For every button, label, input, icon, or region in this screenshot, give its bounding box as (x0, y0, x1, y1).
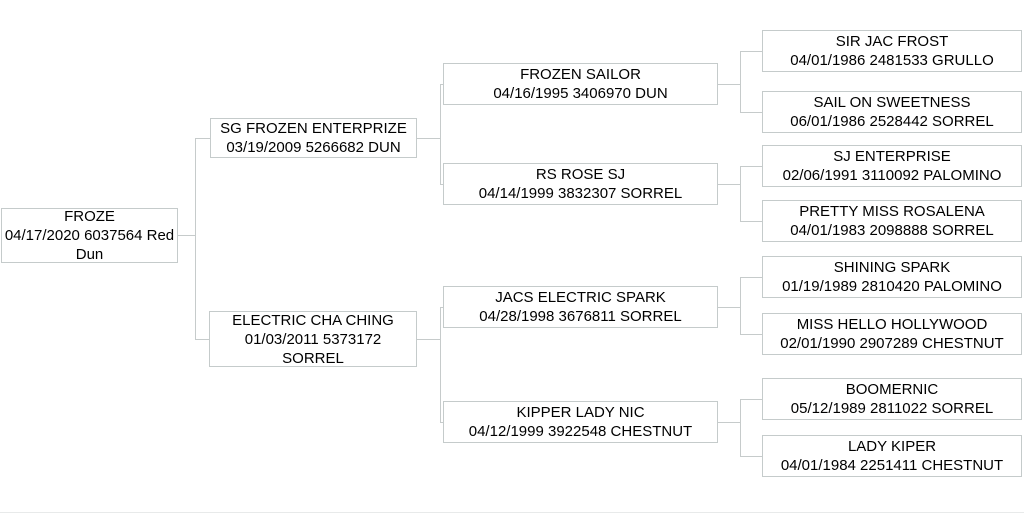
horse-info: 04/16/1995 3406970 DUN (493, 85, 668, 102)
connector-line (440, 84, 443, 85)
connector-line (740, 399, 741, 456)
pedigree-box-subject[interactable]: FROZE 04/17/2020 6037564 Red Dun (1, 208, 178, 263)
horse-info: 04/17/2020 6037564 Red Dun (4, 227, 175, 263)
connector-line (178, 235, 195, 236)
pedigree-box-gen3-2[interactable]: SJ ENTERPRISE 02/06/1991 3110092 PALOMIN… (762, 145, 1022, 187)
horse-name: SG FROZEN ENTERPRIZE (220, 120, 407, 137)
connector-line (195, 339, 209, 340)
connector-line (740, 277, 762, 278)
horse-name: SAIL ON SWEETNESS (813, 94, 971, 111)
horse-info: 04/01/1983 2098888 SORREL (790, 222, 994, 239)
horse-name: KIPPER LADY NIC (516, 404, 645, 421)
connector-line (740, 166, 741, 221)
connector-line (740, 112, 762, 113)
connector-line (440, 307, 441, 422)
horse-name: LADY KIPER (847, 438, 937, 455)
connector-line (417, 138, 440, 139)
connector-line (740, 277, 741, 334)
horse-name: MISS HELLO HOLLYWOOD (796, 316, 988, 333)
horse-info: 04/01/1986 2481533 GRULLO (790, 52, 994, 69)
pedigree-box-gen3-0[interactable]: SIR JAC FROST 04/01/1986 2481533 GRULLO (762, 30, 1022, 72)
horse-info: 02/01/1990 2907289 CHESTNUT (780, 335, 1004, 352)
horse-info: 06/01/1986 2528442 SORREL (790, 113, 994, 130)
connector-line (718, 84, 740, 85)
pedigree-box-gen2-0[interactable]: FROZEN SAILOR 04/16/1995 3406970 DUN (443, 63, 718, 105)
connector-line (718, 184, 740, 185)
connector-line (740, 221, 762, 222)
connector-line (195, 138, 210, 139)
pedigree-box-gen2-2[interactable]: JACS ELECTRIC SPARK 04/28/1998 3676811 S… (443, 286, 718, 328)
horse-info: 04/12/1999 3922548 CHESTNUT (468, 423, 693, 440)
horse-name: RS ROSE SJ (535, 166, 626, 183)
connector-line (740, 51, 741, 112)
pedigree-box-sire[interactable]: SG FROZEN ENTERPRIZE 03/19/2009 5266682 … (210, 118, 417, 158)
pedigree-box-gen3-5[interactable]: MISS HELLO HOLLYWOOD 02/01/1990 2907289 … (762, 313, 1022, 355)
horse-info: 01/03/2011 5373172 SORREL (244, 330, 382, 367)
horse-name: ELECTRIC CHA CHING (232, 311, 394, 329)
connector-line (440, 184, 443, 185)
pedigree-box-gen3-7[interactable]: LADY KIPER 04/01/1984 2251411 CHESTNUT (762, 435, 1022, 477)
horse-name: SJ ENTERPRISE (833, 148, 951, 165)
connector-line (740, 456, 762, 457)
connector-line (440, 422, 443, 423)
pedigree-box-gen3-3[interactable]: PRETTY MISS ROSALENA 04/01/1983 2098888 … (762, 200, 1022, 242)
pedigree-box-gen2-3[interactable]: KIPPER LADY NIC 04/12/1999 3922548 CHEST… (443, 401, 718, 443)
connector-line (740, 166, 762, 167)
horse-info: 02/06/1991 3110092 PALOMINO (782, 167, 1002, 184)
horse-name: SHINING SPARK (833, 259, 951, 276)
horse-name: FROZE (64, 208, 115, 225)
horse-name: FROZEN SAILOR (520, 66, 641, 83)
horse-info: 04/01/1984 2251411 CHESTNUT (780, 457, 1004, 474)
horse-name: SIR JAC FROST (835, 33, 949, 50)
connector-line (417, 339, 440, 340)
horse-name: PRETTY MISS ROSALENA (799, 203, 985, 220)
pedigree-box-gen3-6[interactable]: BOOMERNIC 05/12/1989 2811022 SORREL (762, 378, 1022, 420)
pedigree-box-dam[interactable]: ELECTRIC CHA CHING 01/03/2011 5373172 SO… (209, 311, 417, 367)
connector-line (195, 138, 196, 339)
horse-info: 04/14/1999 3832307 SORREL (478, 185, 683, 202)
connector-line (740, 334, 762, 335)
bottom-divider (0, 512, 1024, 513)
connector-line (718, 307, 740, 308)
connector-line (440, 307, 443, 308)
horse-info: 04/28/1998 3676811 SORREL (479, 308, 682, 325)
horse-name: JACS ELECTRIC SPARK (495, 289, 666, 306)
horse-info: 05/12/1989 2811022 SORREL (790, 400, 994, 417)
pedigree-box-gen3-4[interactable]: SHINING SPARK 01/19/1989 2810420 PALOMIN… (762, 256, 1022, 298)
horse-info: 03/19/2009 5266682 DUN (226, 139, 401, 156)
pedigree-box-gen3-1[interactable]: SAIL ON SWEETNESS 06/01/1986 2528442 SOR… (762, 91, 1022, 133)
horse-info: 01/19/1989 2810420 PALOMINO (782, 278, 1002, 295)
horse-name: BOOMERNIC (845, 381, 939, 398)
connector-line (740, 51, 762, 52)
pedigree-box-gen2-1[interactable]: RS ROSE SJ 04/14/1999 3832307 SORREL (443, 163, 718, 205)
connector-line (718, 422, 740, 423)
connector-line (740, 399, 762, 400)
connector-line (440, 84, 441, 184)
